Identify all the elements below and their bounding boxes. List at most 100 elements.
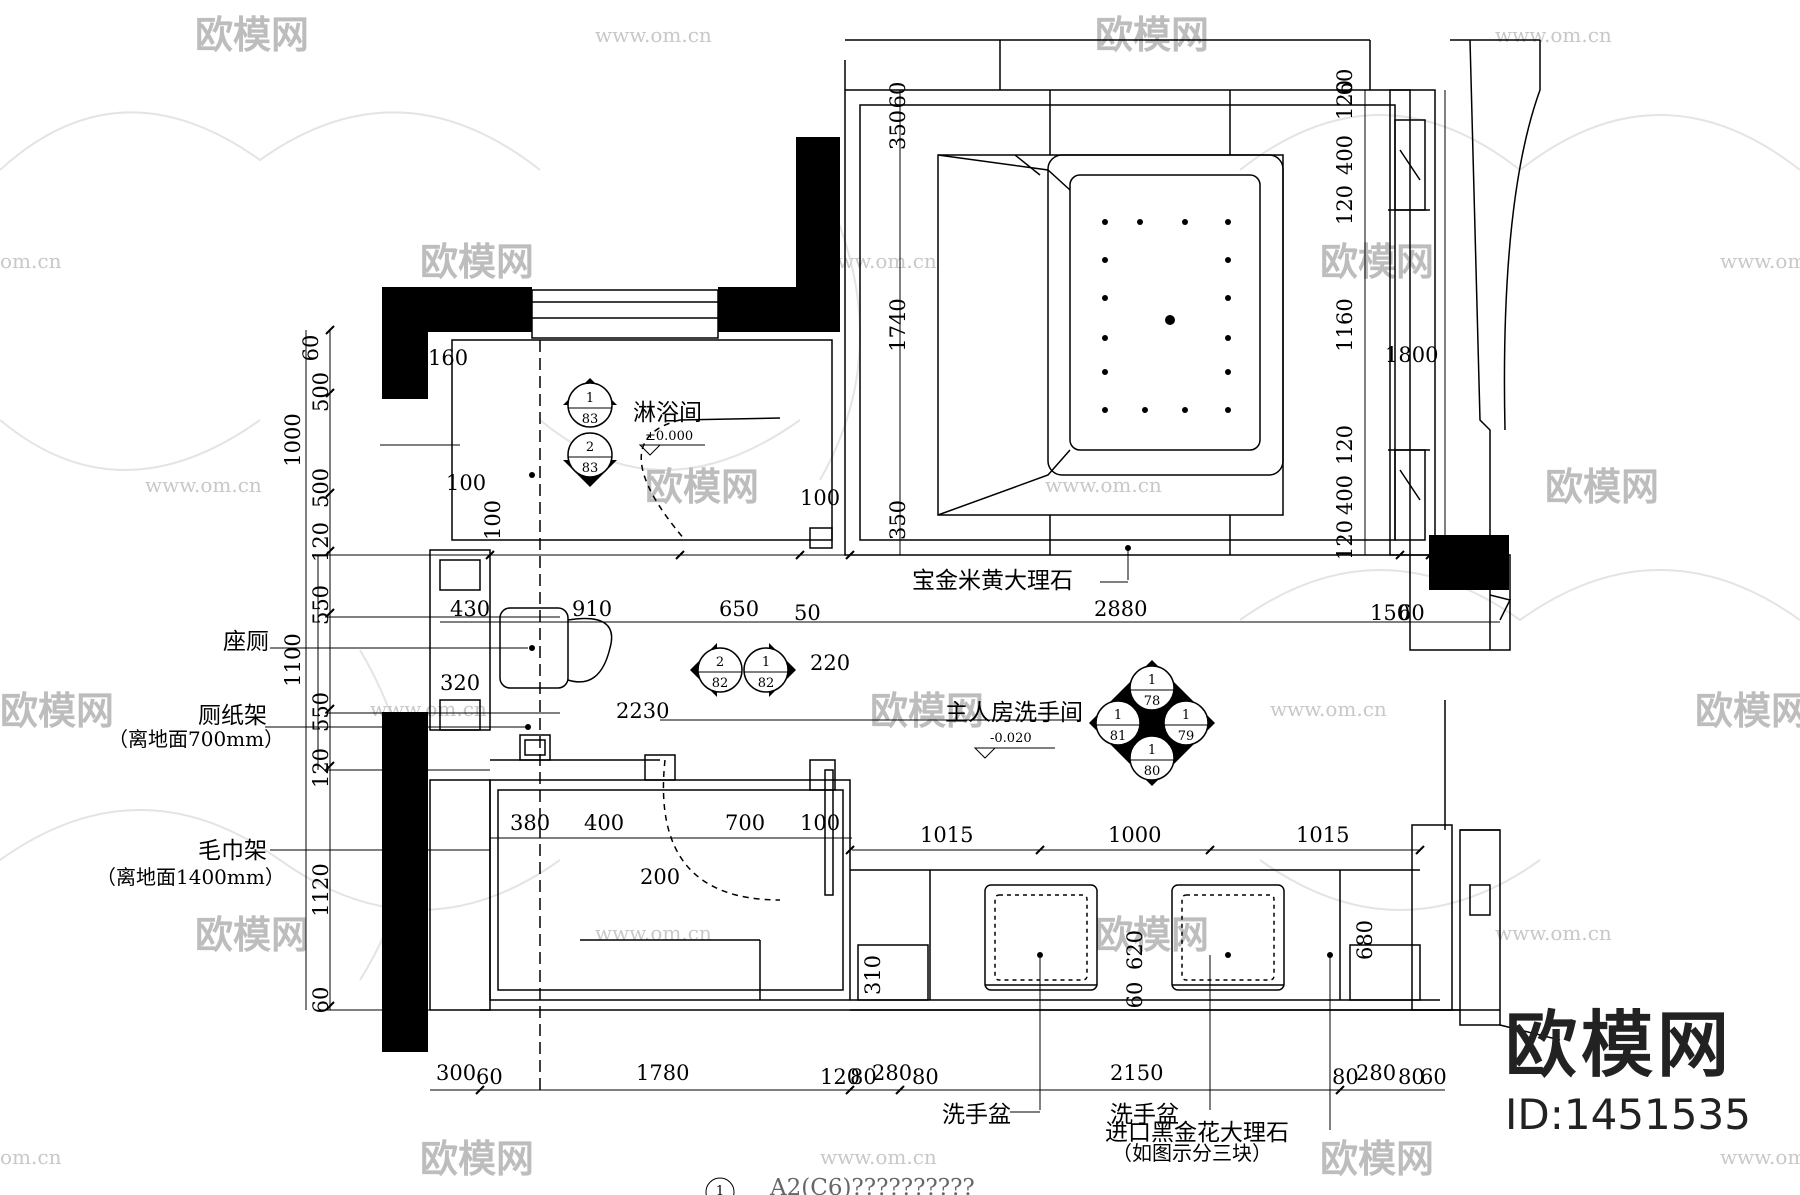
ref-sheet: 82 <box>712 676 729 691</box>
ref-number: 1 <box>1182 708 1190 723</box>
ref-number: 2 <box>716 655 724 670</box>
watermark-logo: 欧模网 <box>1095 12 1209 57</box>
dim-text: 1015 <box>920 823 973 847</box>
dim-text: 650 <box>719 597 759 621</box>
watermark-logo: 欧模网 <box>870 688 984 733</box>
dim-text: 700 <box>725 811 765 835</box>
dim-text: 620 <box>1123 930 1147 970</box>
ref-number: 1 <box>586 391 594 406</box>
toilet-label: 座厕 <box>223 629 269 655</box>
watermark-url: www.om.cn <box>1495 921 1612 945</box>
watermark-url: www.om.cn <box>1720 249 1800 273</box>
dim-text: 380 <box>510 811 550 835</box>
brand-name: 欧模网 <box>1505 1003 1734 1087</box>
dim-text: 100 <box>800 811 840 835</box>
dim-text: 60 <box>1123 982 1147 1009</box>
elevation-symbol-washroom: 1 78 1 81 1 79 1 80 <box>1089 660 1215 786</box>
dim-text: 1015 <box>1296 823 1349 847</box>
watermark-logo: 欧模网 <box>195 912 309 957</box>
dim-text: 1800 <box>1385 343 1438 367</box>
dim-text: 200 <box>640 865 680 889</box>
brand-id: ID:1451535 <box>1505 1090 1751 1139</box>
dim-text: 910 <box>572 597 612 621</box>
watermark-logo: 欧模网 <box>1320 239 1434 284</box>
watermark-logo: 欧模网 <box>1545 464 1659 509</box>
dim-text: 120 <box>309 748 333 788</box>
dim-text: 60 <box>299 335 323 362</box>
dim-text: 80 <box>1332 1065 1359 1089</box>
dim-text: 550 <box>309 692 333 732</box>
watermark-url: www.om.cn <box>1720 1145 1800 1169</box>
level-marker-shower <box>638 444 705 456</box>
ref-sheet: 81 <box>1110 729 1127 744</box>
dimension-texts: 60 500 1000 500 120 550 1100 550 120 112… <box>281 69 1447 1089</box>
watermark-url: www.om.cn <box>595 921 712 945</box>
room-name-washroom: 主人房洗手间 <box>945 700 1083 726</box>
dim-text: 350 <box>886 110 910 150</box>
watermark-logo: 欧模网 <box>420 239 534 284</box>
watermark-logo: 欧模网 <box>195 12 309 57</box>
dim-text: 400 <box>1333 135 1357 175</box>
drawing-title: A2(C6)?????????? <box>769 1175 975 1195</box>
dim-text: 500 <box>309 468 333 508</box>
dim-text: 1120 <box>309 863 333 916</box>
ref-sheet: 78 <box>1144 694 1161 709</box>
dim-text: 60 <box>476 1065 503 1089</box>
ref-number: 1 <box>762 655 770 670</box>
dim-text: 220 <box>810 651 850 675</box>
ref-sheet: 80 <box>1144 764 1161 779</box>
dim-text: 150 <box>1370 601 1410 625</box>
dim-text: 310 <box>861 955 885 995</box>
room-name-shower: 淋浴间 <box>633 400 702 426</box>
marble-floor-label: 宝金米黄大理石 <box>912 568 1073 594</box>
ref-sheet: 83 <box>582 461 599 476</box>
dim-text: 120 <box>1333 520 1357 560</box>
counter-marble-note: （如图示分三块） <box>1112 1141 1272 1165</box>
watermark-logo: 欧模网 <box>1095 912 1209 957</box>
ref-sheet: 79 <box>1178 729 1195 744</box>
dim-text: 60 <box>1333 69 1357 96</box>
ref-number: 1 <box>1114 708 1122 723</box>
dim-text: 1000 <box>281 413 305 466</box>
wall-outlines <box>429 39 1561 1090</box>
paper-holder-note: （离地面700mm） <box>108 727 284 751</box>
dim-text: 320 <box>440 671 480 695</box>
dim-text: 1780 <box>636 1061 689 1085</box>
dim-text: 400 <box>1333 475 1357 515</box>
watermark-logo: 欧模网 <box>1695 688 1800 733</box>
watermark-url: www.om.cn <box>820 1145 937 1169</box>
ref-number: 2 <box>586 440 594 455</box>
structural-walls <box>382 137 1509 1052</box>
dim-text: 60 <box>1420 1065 1447 1089</box>
level-washroom: -0.020 <box>990 731 1032 746</box>
ref-number: 1 <box>1148 673 1156 688</box>
dim-text: 430 <box>450 597 490 621</box>
section-symbol-shower-bottom: 2 83 <box>563 432 617 487</box>
section-symbol-corridor-left: 2 82 <box>690 643 743 697</box>
dim-text: 100 <box>800 486 840 510</box>
towel-rack-label: 毛巾架 <box>198 838 267 864</box>
basin-right-label: 洗手盆 <box>1110 1102 1179 1128</box>
dim-text: 120 <box>820 1065 860 1089</box>
dim-text: 80 <box>912 1065 939 1089</box>
dim-text: 280 <box>1356 1061 1396 1085</box>
watermark-logo: 欧模网 <box>0 688 114 733</box>
watermark-url: www.om.cn <box>145 473 262 497</box>
watermark-url: om.cn <box>0 1145 62 1169</box>
dimension-lines <box>265 90 1500 1130</box>
dim-text: 120 <box>1333 425 1357 465</box>
drawing-number: 1 <box>716 1184 724 1195</box>
dim-text: 120 <box>1333 185 1357 225</box>
dim-text: 160 <box>428 346 468 370</box>
watermark-url: www.om.cn <box>1045 473 1162 497</box>
dim-text: 50 <box>794 601 821 625</box>
watermark-url: www.om.cn <box>1495 23 1612 47</box>
dim-text: 400 <box>584 811 624 835</box>
ref-sheet: 83 <box>582 412 599 427</box>
dim-text: 1000 <box>1108 823 1161 847</box>
section-symbol-corridor-right: 1 82 <box>743 643 796 697</box>
dim-text: 80 <box>1398 1065 1425 1089</box>
watermark-logo: 欧模网 <box>645 464 759 509</box>
basin-left-label: 洗手盆 <box>942 1102 1011 1128</box>
